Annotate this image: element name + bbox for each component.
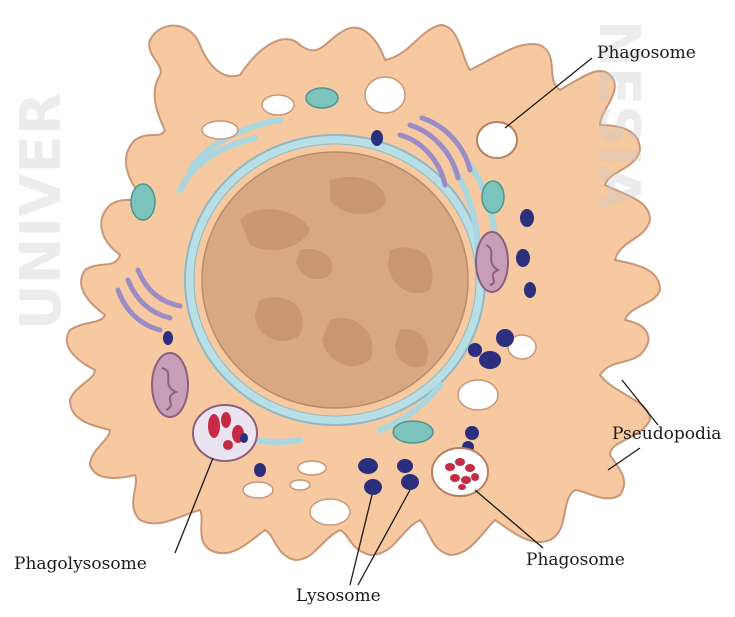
label-phagosome-top: Phagosome — [597, 43, 696, 63]
phagosome-top — [477, 122, 517, 158]
label-lysosome: Lysosome — [296, 586, 381, 606]
label-phagosome-bottom: Phagosome — [526, 550, 625, 570]
phagolysosome — [193, 405, 257, 461]
phagosome-bottom — [432, 448, 488, 496]
label-pseudopodia: Pseudopodia — [612, 424, 721, 444]
label-phagolysosome: Phagolysosome — [14, 554, 147, 574]
